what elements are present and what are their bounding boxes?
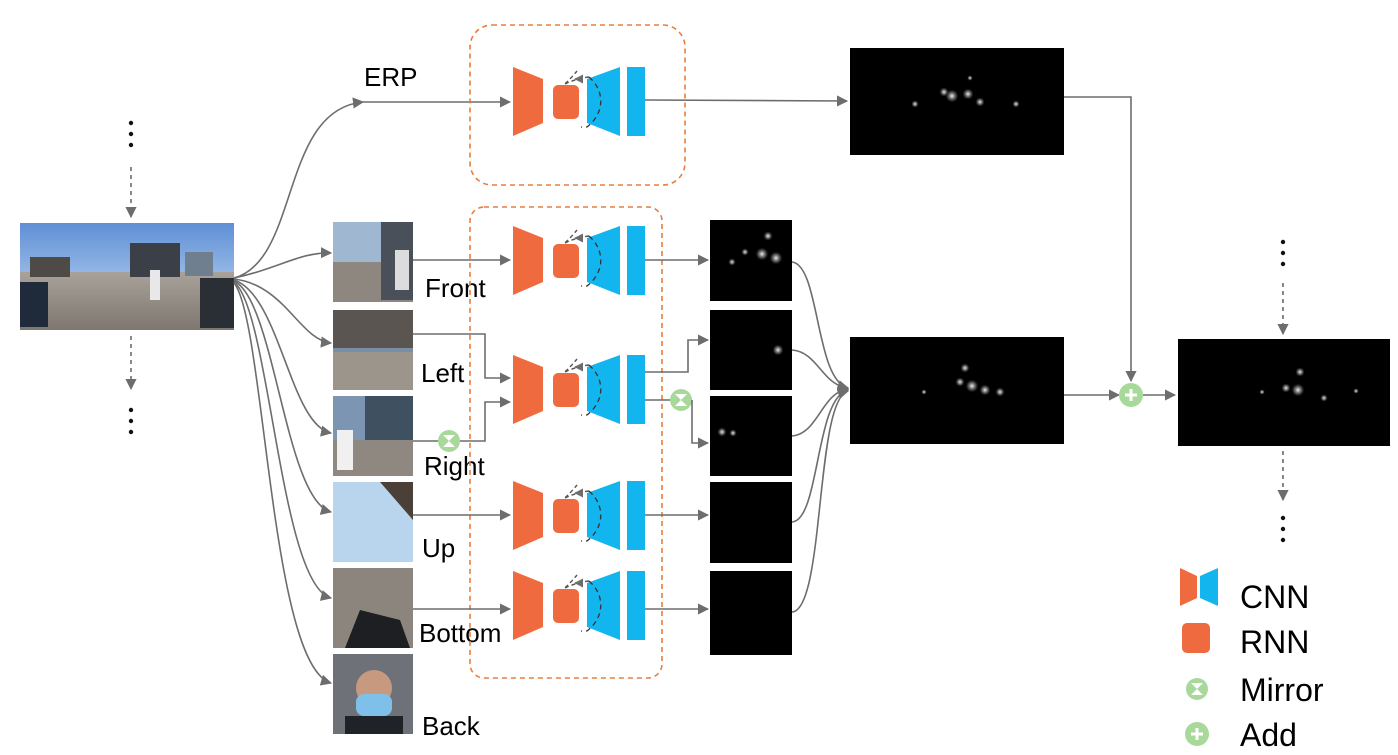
final-saliency-map <box>1178 339 1390 446</box>
front-saliency-map <box>710 220 792 301</box>
erp-input-column <box>20 120 234 435</box>
cube-face-up <box>333 482 413 562</box>
up-cnn-rnn-model <box>513 481 645 550</box>
label-erp: ERP <box>364 62 417 92</box>
output-bottom-ellipsis-icon <box>1280 515 1286 543</box>
top-ellipsis-icon <box>128 120 134 148</box>
label-up: Up <box>422 533 455 563</box>
cube-merged-saliency-map <box>850 337 1064 444</box>
erp-model-group <box>469 24 686 186</box>
right-saliency-map <box>710 396 792 476</box>
legend-cnn-label: CNN <box>1240 579 1309 615</box>
front-cnn-rnn-model <box>513 226 645 295</box>
erp-cnn-rnn-model <box>513 67 645 136</box>
legend-add-label: Add <box>1240 717 1297 753</box>
cube-face-front <box>333 222 413 302</box>
cube-face-left <box>333 310 413 390</box>
output-top-ellipsis-icon <box>1280 239 1286 267</box>
legend-add-icon <box>1185 722 1209 746</box>
cube-face-bottom <box>333 568 413 648</box>
merge-wires <box>791 261 850 613</box>
up-saliency-map <box>710 482 792 563</box>
legend-mirror-icon <box>1186 678 1208 700</box>
label-front: Front <box>425 273 486 303</box>
bottom-cnn-rnn-model <box>513 571 645 640</box>
fan-out-wires <box>233 97 365 686</box>
legend-rnn-label: RNN <box>1240 624 1309 660</box>
legend-mirror-label: Mirror <box>1240 672 1324 708</box>
label-right: Right <box>424 451 485 481</box>
erp-input-frame <box>20 223 234 330</box>
left-right-cnn-rnn-model <box>513 355 645 424</box>
bottom-saliency-map <box>710 571 792 655</box>
label-back: Back <box>422 711 481 741</box>
erp-saliency-map <box>850 48 1064 155</box>
add-icon <box>1119 383 1143 407</box>
legend-cnn-icon <box>1180 568 1218 606</box>
label-bottom: Bottom <box>419 618 501 648</box>
legend: CNN RNN Mirror Add <box>1180 568 1324 753</box>
output-mirror-icon <box>670 389 692 411</box>
input-mirror-icon <box>438 430 460 452</box>
label-left: Left <box>421 358 465 388</box>
cube-model-group <box>469 206 663 679</box>
left-saliency-map <box>710 310 792 390</box>
bottom-ellipsis-icon <box>128 407 134 435</box>
cube-face-right <box>333 396 413 476</box>
cube-face-back <box>333 654 413 734</box>
legend-rnn-icon <box>1182 623 1210 653</box>
